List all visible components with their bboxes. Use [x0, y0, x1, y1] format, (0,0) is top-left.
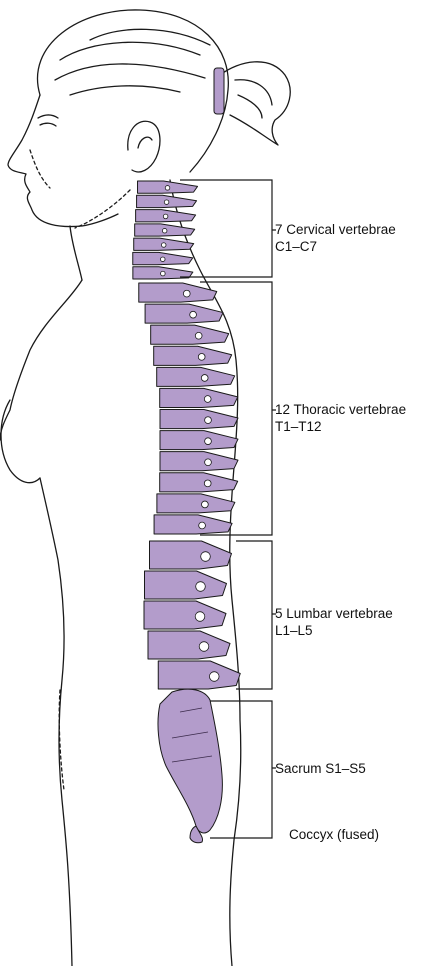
label-lumbar: 5 Lumbar vertebrae L1–L5	[275, 605, 393, 639]
lumbar-vertebra-3	[143, 600, 227, 630]
label-thoracic-name: 12 Thoracic vertebrae	[275, 402, 407, 417]
thoracic-vertebra-4	[153, 345, 233, 366]
lumbar-vertebra-1	[149, 540, 232, 570]
label-thoracic-range: T1–T12	[275, 419, 322, 434]
cervical-vertebra-1	[137, 180, 199, 194]
spine-column	[132, 180, 241, 844]
label-cervical: 7 Cervical vertebrae C1–C7	[275, 221, 396, 255]
cervical-vertebra-3	[135, 209, 197, 223]
thoracic-vertebra-7	[159, 409, 239, 430]
bracket-sacrum	[210, 700, 276, 839]
thoracic-vertebra-3	[150, 324, 230, 345]
breast-outline	[0, 399, 41, 484]
front-contour	[0, 279, 83, 441]
label-lumbar-range: L1–L5	[275, 623, 313, 638]
head-outline	[37, 9, 229, 173]
thoracic-vertebra-1	[138, 282, 218, 303]
label-sacrum-name: Sacrum S1–S5	[275, 761, 366, 776]
cervical-vertebra-6	[132, 251, 194, 266]
lumbar-vertebra-5	[157, 660, 241, 690]
thoracic-vertebra-12	[153, 514, 233, 535]
face-profile	[7, 94, 119, 228]
lumbar-vertebra-2	[144, 570, 227, 600]
coccyx-bone	[189, 825, 203, 844]
bracket-lumbar	[236, 540, 276, 690]
cervical-vertebra-2	[136, 194, 198, 209]
label-coccyx: Coccyx (fused)	[289, 826, 379, 843]
ponytail-outline	[219, 61, 291, 146]
thoracic-vertebra-11	[156, 493, 236, 514]
cervical-vertebra-5	[133, 237, 195, 251]
thoracic-vertebra-2	[144, 303, 224, 324]
thoracic-vertebra-8	[159, 430, 239, 451]
label-cervical-range: C1–C7	[275, 239, 318, 254]
label-cervical-name: 7 Cervical vertebrae	[275, 222, 396, 237]
thoracic-vertebra-6	[159, 387, 239, 408]
neck-front	[69, 225, 83, 281]
hair-tie	[213, 67, 225, 115]
label-lumbar-name: 5 Lumbar vertebrae	[275, 606, 393, 621]
label-coccyx-name: Coccyx (fused)	[289, 827, 380, 842]
bracket-cervical	[180, 179, 276, 278]
thoracic-vertebra-10	[159, 472, 239, 493]
cervical-vertebra-7	[132, 266, 194, 280]
thoracic-vertebra-5	[156, 366, 236, 387]
sacrum-bone	[157, 688, 223, 834]
cervical-vertebra-4	[134, 223, 196, 237]
lumbar-vertebra-4	[147, 630, 231, 660]
label-sacrum: Sacrum S1–S5	[275, 760, 366, 777]
bracket-thoracic	[200, 281, 276, 536]
label-thoracic: 12 Thoracic vertebrae T1–T12	[275, 401, 406, 435]
ear-outline	[127, 120, 161, 173]
thoracic-vertebra-9	[159, 451, 239, 472]
